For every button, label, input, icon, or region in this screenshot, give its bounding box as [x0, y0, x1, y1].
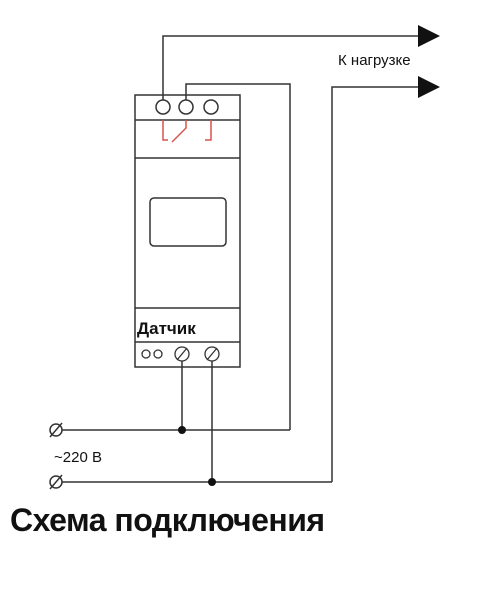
output-terminals: [155, 99, 219, 115]
sensor-terminals: [141, 346, 220, 362]
load-wire-upper: [162, 35, 426, 100]
diagram-title: Схема подключения: [10, 502, 325, 538]
supply-terminals: [49, 422, 63, 490]
load-wire-lower: [331, 86, 426, 395]
screw-slot-1: [176, 347, 188, 361]
screw-slot-2: [206, 347, 218, 361]
junctions: [178, 426, 216, 486]
supply-slot-2: [49, 474, 63, 490]
terminal-3-icon: [203, 99, 219, 115]
terminal-1-icon: [155, 99, 171, 115]
arrow-right-icon: [418, 25, 440, 47]
relay-device: [134, 94, 241, 368]
contact-open: [205, 120, 212, 141]
load-arrows: [418, 25, 440, 98]
display-window: [149, 197, 227, 247]
junction-dot-2: [208, 478, 216, 486]
sensor-label: Датчик: [137, 319, 196, 338]
relay-contacts: [162, 120, 212, 143]
supply-slot-1: [49, 422, 63, 438]
wiring: [62, 35, 426, 483]
relay-feed-wire: [185, 83, 291, 430]
contact-common: [162, 120, 168, 141]
contact-switch: [171, 120, 187, 143]
junction-dot-1: [178, 426, 186, 434]
sensor-port-2-icon: [153, 349, 163, 359]
arrow-right-icon: [418, 76, 440, 98]
sensor-port-1-icon: [141, 349, 151, 359]
load-label: К нагрузке: [338, 52, 411, 69]
terminal-2-icon: [178, 99, 194, 115]
device-housing: [134, 94, 241, 368]
voltage-label: ~220 В: [54, 449, 102, 466]
